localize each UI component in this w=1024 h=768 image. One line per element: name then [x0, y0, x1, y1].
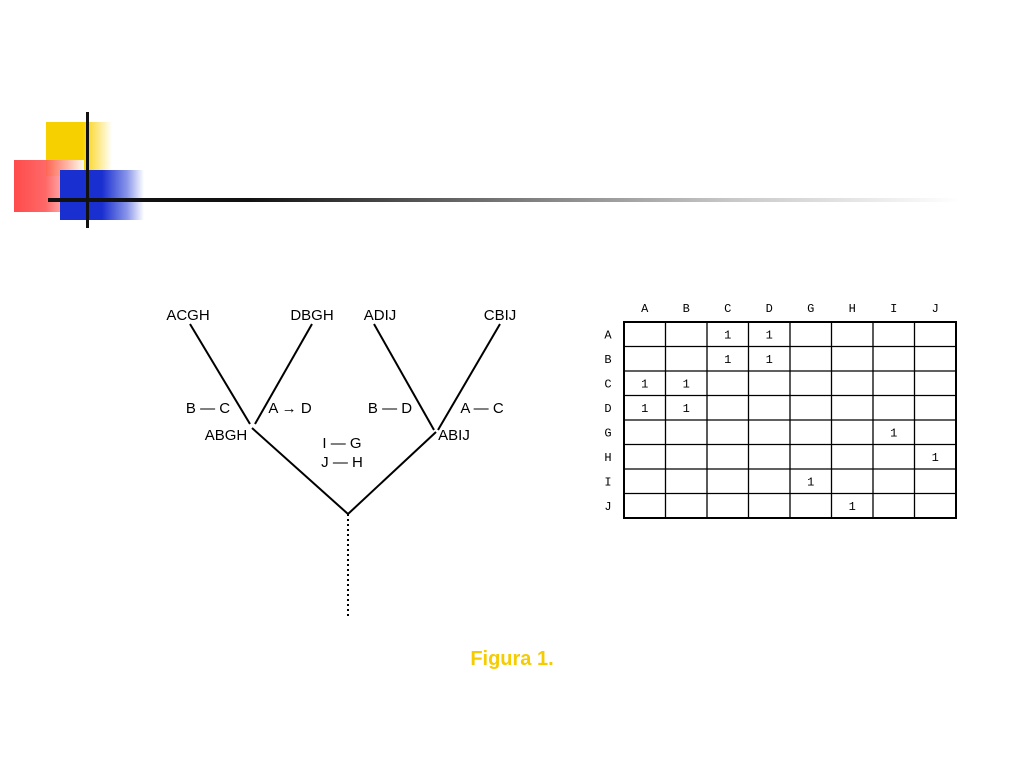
edge-label: A — C: [460, 400, 504, 417]
matrix-cell-value: 1: [724, 353, 731, 367]
header-rule: [48, 198, 960, 202]
matrix-row-header: I: [604, 475, 611, 489]
matrix-cell-value: 1: [683, 402, 690, 416]
blue-square-decoration: [60, 170, 144, 220]
matrix-row-header: H: [604, 451, 611, 465]
edge-label: B — D: [368, 400, 412, 417]
leaf-label: CBIJ: [484, 307, 517, 324]
matrix-cell-value: 1: [641, 402, 648, 416]
matrix-cell-value: 1: [807, 475, 814, 489]
matrix-row-header: B: [604, 353, 611, 367]
middle-label: J — H: [321, 454, 363, 471]
matrix-column-header: C: [724, 302, 731, 316]
matrix-cell-value: 1: [683, 377, 690, 391]
tree-branch: [189, 323, 251, 425]
matrix-row-header: A: [604, 328, 612, 342]
matrix-cell-value: 1: [724, 328, 731, 342]
leaf-label: ADIJ: [364, 307, 397, 324]
matrix-cell-value: 1: [641, 377, 648, 391]
tree-labels: ACGH DBGH ADIJ CBIJ B — C A → D B — D A …: [166, 307, 516, 471]
matrix-cell-value: 1: [849, 500, 856, 514]
tree-branch: [347, 431, 437, 515]
matrix-column-header: G: [807, 302, 814, 316]
matrix-row-header: C: [604, 377, 611, 391]
matrix-row-header: J: [604, 500, 611, 514]
tree-branch: [254, 323, 313, 425]
matrix-column-header: I: [890, 302, 897, 316]
node-label: ABGH: [205, 427, 248, 444]
matrix-column-header: H: [849, 302, 856, 316]
vertical-rule: [86, 112, 89, 228]
matrix-cell-value: 1: [890, 426, 897, 440]
matrix-column-header: D: [766, 302, 773, 316]
matrix-row-header: D: [604, 402, 611, 416]
leaf-label: DBGH: [290, 307, 333, 324]
figure-caption: Figura 1.: [470, 648, 554, 670]
tree-diagram: [189, 323, 501, 616]
tree-branch: [373, 323, 435, 431]
matrix-column-header: B: [683, 302, 690, 316]
matrix-cell-value: 1: [766, 328, 773, 342]
matrix-cell-value: 1: [932, 451, 939, 465]
leaf-label: ACGH: [166, 307, 209, 324]
node-label: ABIJ: [438, 427, 470, 444]
matrix-column-header: J: [932, 302, 939, 316]
matrix-row-header: G: [604, 426, 611, 440]
tree-branch: [251, 427, 349, 515]
matrix-cell-value: 1: [766, 353, 773, 367]
edge-label: A → D: [268, 400, 312, 417]
tree-branch: [437, 323, 501, 431]
edge-label: B — C: [186, 400, 230, 417]
middle-label: I — G: [322, 435, 361, 452]
matrix-column-header: A: [641, 302, 649, 316]
